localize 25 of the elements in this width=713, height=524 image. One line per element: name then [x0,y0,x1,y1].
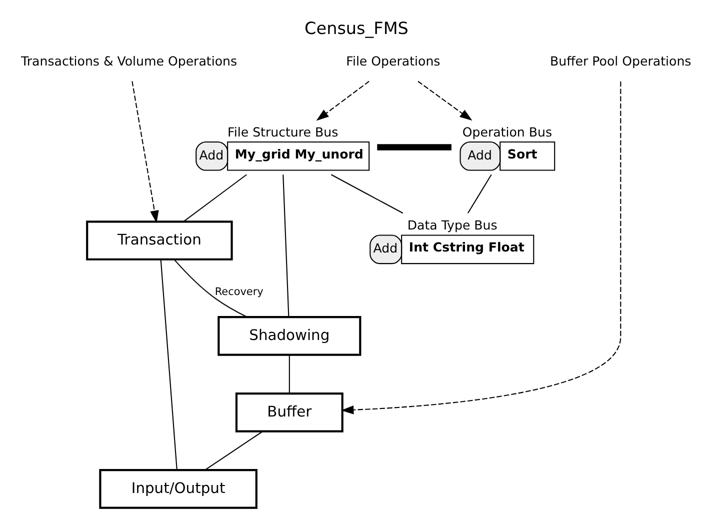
arrow [316,80,370,121]
node-text: Buffer Pool Operations [550,54,692,69]
node-text: File Operations [346,54,440,69]
connector [282,174,290,317]
connector [467,174,492,214]
connector [204,430,264,470]
arrow [418,80,472,121]
node-text: Transactions & Volume Operations [21,54,238,69]
edge-label: Recovery [214,286,264,298]
node-box: Input/Output [99,469,258,509]
connector [160,260,178,470]
node-label: File Structure Bus [228,124,338,140]
node-label: Data Type Bus [407,218,498,233]
connector [330,174,404,214]
node-box: Shadowing [218,316,362,356]
connector [183,174,247,222]
arrow [132,81,159,224]
connector [377,144,452,150]
diagram-title: Census_FMS [304,18,408,38]
connector [288,354,290,394]
connector [174,259,248,318]
node-box: Transaction [86,220,233,260]
node-box: Buffer [235,392,344,432]
arrow [341,81,622,414]
node-label: Operation Bus [462,124,552,140]
